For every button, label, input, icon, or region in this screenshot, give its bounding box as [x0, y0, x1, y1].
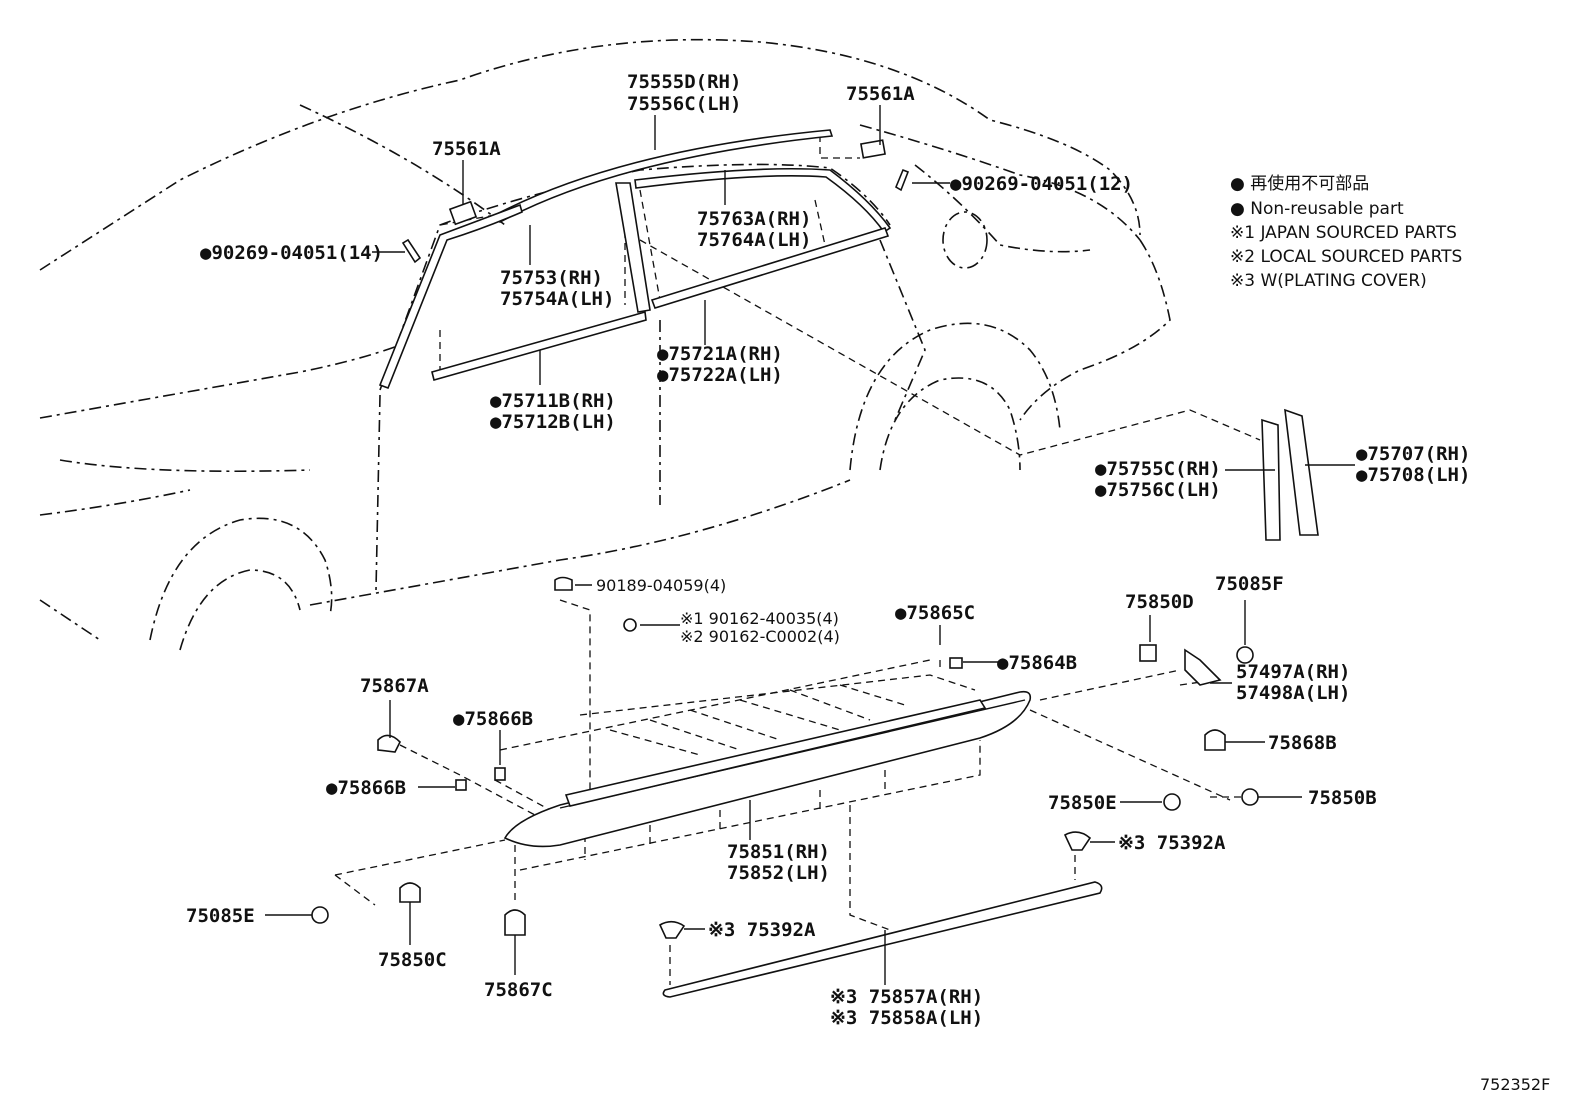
label-75721a: ●75721A(RH) [657, 343, 783, 365]
legend-non-reusable-en: ● Non-reusable part [1230, 199, 1404, 219]
label-75555d: 75555D(RH) [627, 71, 741, 93]
clip-75392a-right [1063, 831, 1092, 851]
legend-plating-cover: ※3 W(PLATING COVER) [1230, 271, 1427, 291]
screw-75085f [1236, 646, 1254, 664]
screw-90269-right [894, 168, 910, 192]
car-body-outline [39, 38, 1171, 651]
clip-75864b [949, 657, 963, 669]
label-75865c: ●75865C [895, 602, 975, 624]
part-labels: 75555D(RH) 75556C(LH) 75561A 75561A ●902… [186, 71, 1470, 1029]
label-75867a: 75867A [360, 675, 429, 697]
pillar-panel-75755c [1261, 418, 1281, 541]
label-90269-12: ●90269-04051(12) [950, 173, 1133, 195]
label-75754a: 75754A(LH) [500, 288, 614, 310]
label-75708: ●75708(LH) [1356, 464, 1470, 486]
label-75392a-left: ※3 75392A [708, 919, 816, 941]
label-75711b: ●75711B(RH) [490, 390, 616, 412]
label-75866b-left: ●75866B [326, 777, 406, 799]
screw-75850b [1241, 788, 1259, 806]
parts [311, 129, 1319, 998]
legend-local-sourced: ※2 LOCAL SOURCED PARTS [1230, 247, 1462, 267]
front-door-frame-moulding [378, 203, 523, 390]
clip-75850c [399, 882, 421, 903]
label-75857a: ※3 75857A(RH) [830, 986, 983, 1008]
label-75756c: ●75756C(LH) [1095, 479, 1221, 501]
clip-75561a-left [448, 200, 478, 226]
label-75850b: 75850B [1308, 787, 1377, 809]
label-75712b: ●75712B(LH) [490, 411, 616, 433]
clip-75392a-left [658, 920, 686, 939]
legend-non-reusable-ja: ● 再使用不可部品 [1230, 173, 1369, 194]
rear-belt-moulding [650, 227, 890, 309]
label-75722a: ●75722A(LH) [657, 364, 783, 386]
clip-75867c [504, 909, 526, 936]
front-pillar-garnish [615, 182, 651, 313]
label-75866b-top: ●75866B [453, 708, 533, 730]
rear-door-frame-moulding [634, 167, 892, 234]
label-75085f: 75085F [1215, 573, 1284, 595]
label-75850d: 75850D [1125, 591, 1194, 613]
clip-75866b-left [455, 779, 467, 791]
legend: ● 再使用不可部品 ● Non-reusable part ※1 JAPAN S… [1230, 173, 1462, 291]
label-75556c: 75556C(LH) [627, 93, 741, 115]
label-75864b: ●75864B [997, 652, 1077, 674]
plating-cover-75857a [662, 881, 1103, 998]
label-75764a: 75764A(LH) [697, 229, 811, 251]
pillar-panel-75707 [1284, 408, 1319, 536]
callout-lines [265, 105, 1355, 985]
rocker-panel-75851 [503, 690, 1032, 848]
clip-75850e [1163, 793, 1181, 811]
label-75707: ●75707(RH) [1356, 443, 1470, 465]
clip-75868b [1204, 729, 1226, 751]
roof-drip-moulding [493, 129, 834, 224]
label-75753: 75753(RH) [500, 267, 603, 289]
clip-75561a-right [860, 139, 886, 159]
diagram-code: 752352F [1480, 1075, 1550, 1094]
label-75851: 75851(RH) [727, 841, 830, 863]
front-belt-moulding [431, 310, 647, 381]
label-75850c: 75850C [378, 949, 447, 971]
label-75561a-left: 75561A [432, 138, 501, 160]
label-75763a: 75763A(RH) [697, 208, 811, 230]
cap-90189 [554, 576, 573, 591]
clip-75867a [377, 734, 401, 753]
label-75561a-right: 75561A [846, 83, 915, 105]
screw-90162 [623, 618, 637, 632]
label-90162a: ※1 90162-40035(4) [680, 609, 839, 628]
label-75850e: 75850E [1048, 792, 1117, 814]
label-75867c: 75867C [484, 979, 553, 1001]
label-75858a: ※3 75858A(LH) [830, 1007, 983, 1029]
rocker-panel-upper-edge [564, 699, 987, 807]
label-75085e: 75085E [186, 905, 255, 927]
label-75868b: 75868B [1268, 732, 1337, 754]
label-90162b: ※2 90162-C0002(4) [680, 627, 840, 646]
legend-japan-sourced: ※1 JAPAN SOURCED PARTS [1230, 223, 1457, 243]
clip-75866b-top [494, 767, 506, 781]
label-90189: 90189-04059(4) [596, 576, 726, 595]
label-57497a: 57497A(RH) [1236, 661, 1350, 683]
label-57498a: 57498A(LH) [1236, 682, 1350, 704]
label-75852: 75852(LH) [727, 862, 830, 884]
label-75392a-right: ※3 75392A [1118, 832, 1226, 854]
screw-75085e [311, 906, 329, 924]
leader-lines [334, 135, 1261, 985]
clip-75850d [1139, 644, 1157, 662]
screw-90269-left [401, 238, 422, 264]
label-75755c: ●75755C(RH) [1095, 458, 1221, 480]
bracket-57497a [1184, 648, 1222, 686]
label-90269-14: ●90269-04051(14) [200, 242, 383, 264]
